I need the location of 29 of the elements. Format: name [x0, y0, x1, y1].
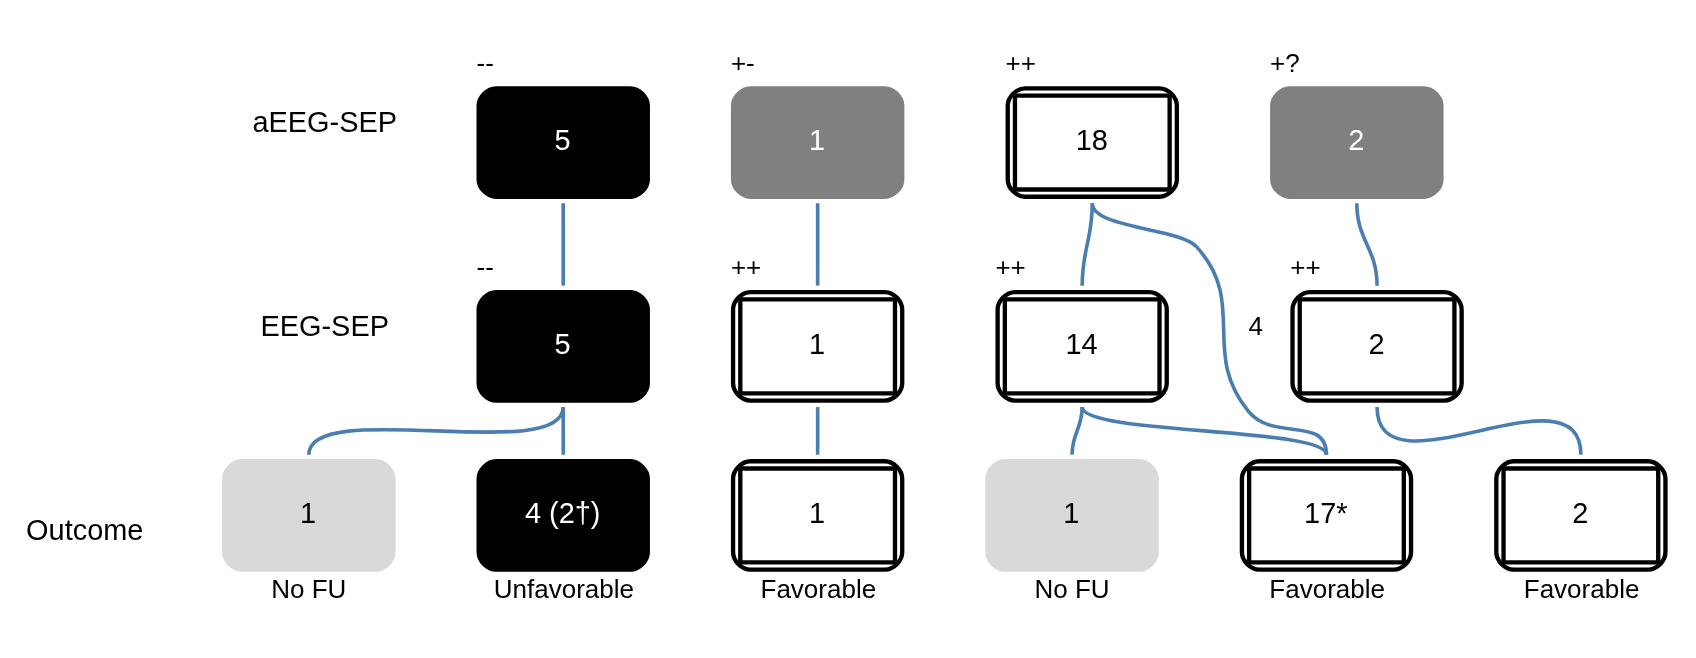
node-label: No FU — [271, 574, 347, 605]
node-label: ++ — [730, 252, 762, 283]
label: EEG-SEP — [260, 310, 389, 343]
node-label: Favorable — [1269, 574, 1385, 605]
node-label: Favorable — [1523, 574, 1640, 605]
connector — [1080, 405, 1328, 456]
connector — [815, 407, 820, 455]
node-label: Favorable — [760, 574, 877, 605]
connector — [561, 203, 566, 286]
label: aEEG-SEP — [252, 106, 398, 139]
connector — [1090, 202, 1329, 455]
node-label: +? — [1270, 48, 1300, 79]
connector — [1080, 203, 1095, 286]
node-label: ++ — [1290, 252, 1321, 283]
node-label: ++ — [1005, 48, 1036, 79]
connector — [307, 406, 565, 456]
connector — [1070, 407, 1084, 455]
edge-label: 4 — [1248, 311, 1263, 342]
node-label: No FU — [1034, 574, 1110, 605]
node-label: -- — [476, 252, 494, 283]
connector — [815, 203, 820, 286]
connector — [1375, 406, 1583, 456]
node-label: Unfavorable — [493, 574, 635, 605]
node-label: -- — [476, 48, 494, 79]
connector — [1355, 203, 1379, 286]
node-label: ++ — [995, 252, 1026, 283]
label: Outcome — [26, 514, 144, 547]
connector — [561, 407, 566, 455]
node-label: +- — [730, 48, 755, 79]
